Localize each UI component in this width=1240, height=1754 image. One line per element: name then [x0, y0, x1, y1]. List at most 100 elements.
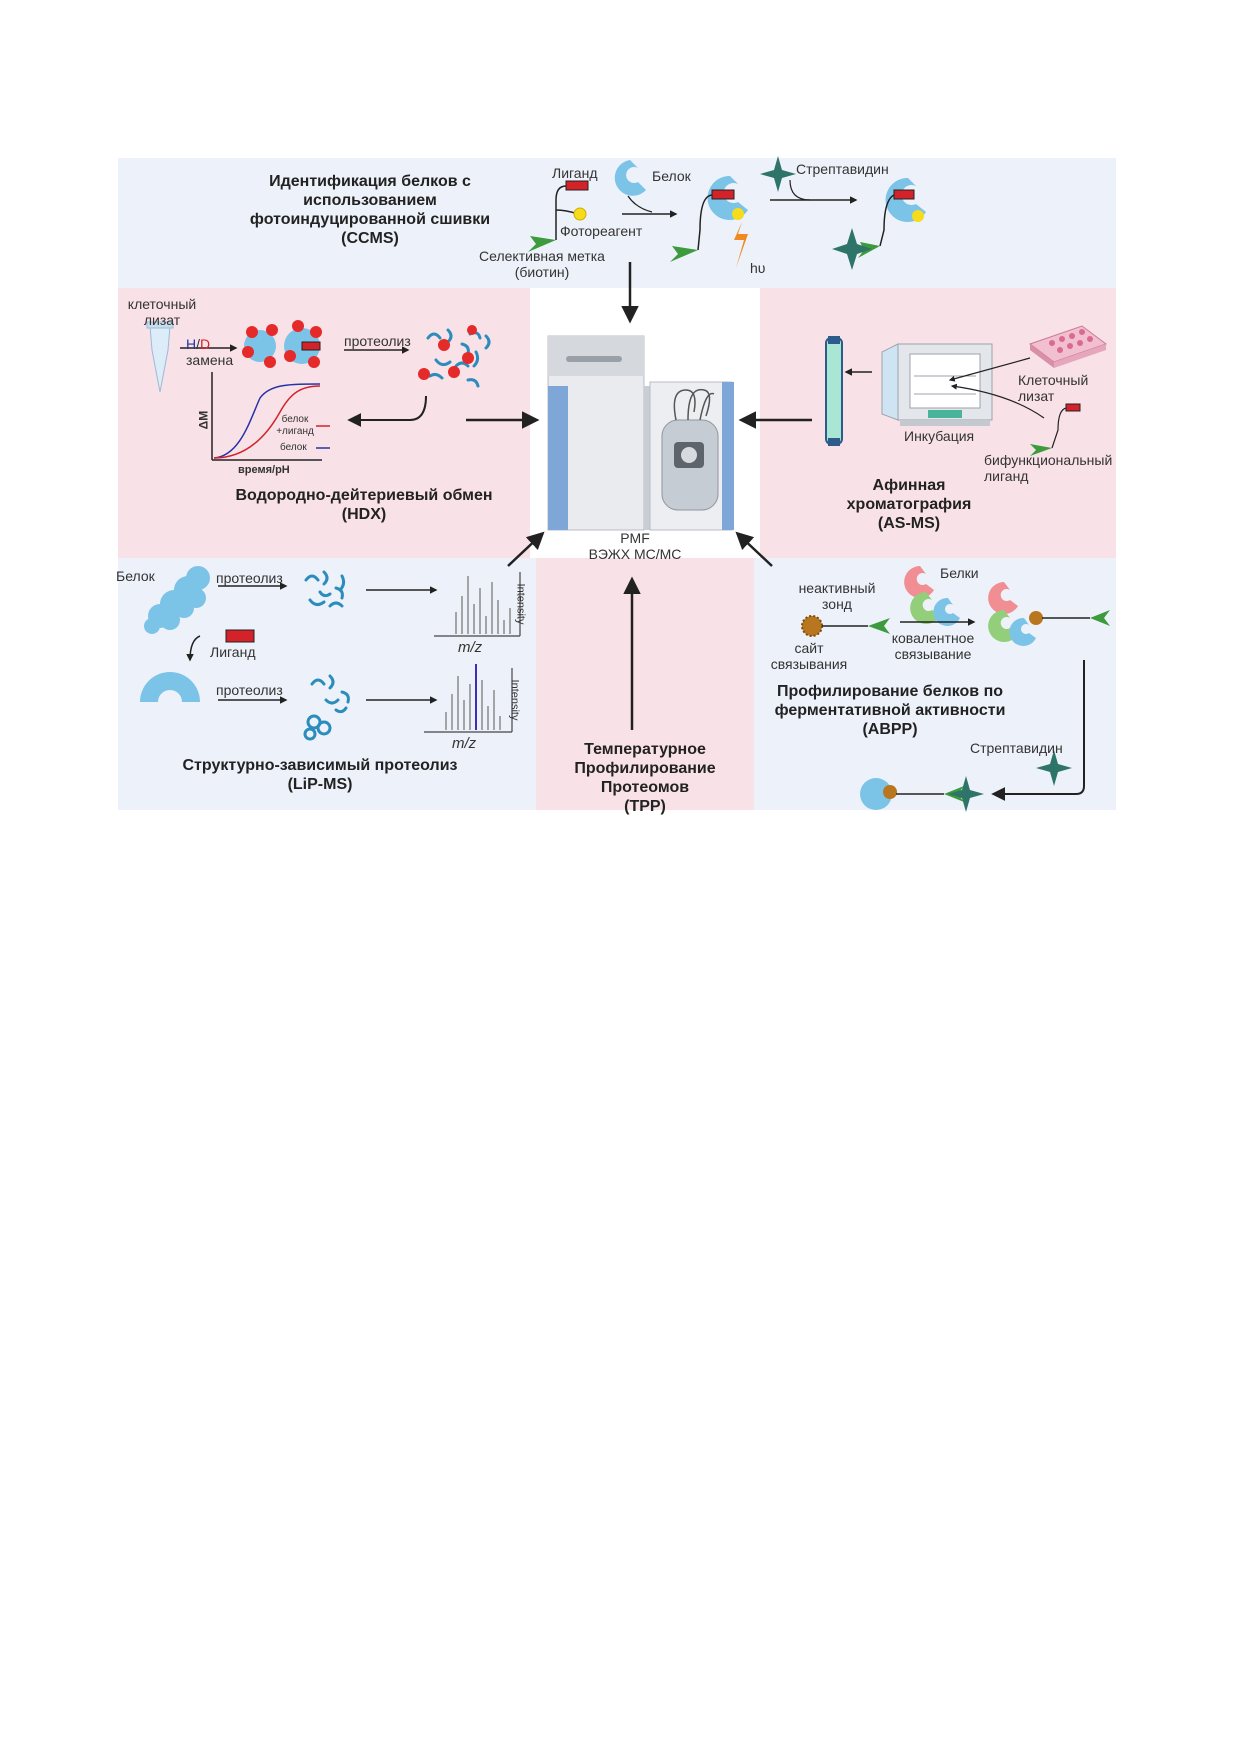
ccms-protein-icon: [614, 160, 646, 196]
abpp-site-label: сайт связывания: [764, 640, 854, 672]
hdx-proteins-labeled: [242, 320, 322, 368]
lip-intensity-label-1: Intensity: [514, 583, 527, 625]
ccms-protein-label: Белок: [652, 168, 691, 184]
hdx-red-dots: [418, 325, 477, 380]
abpp-covalent-label: ковалентное связывание: [888, 630, 978, 662]
lip-intensity-label-2: Intensity: [508, 679, 521, 721]
hdx-legend-ligand-line-1: белок: [281, 414, 309, 425]
abpp-title-line-1: Профилирование белков по: [776, 683, 1004, 700]
tpp-title-line-4: (TPP): [624, 798, 666, 815]
ccms-title-line-2: использованием: [303, 192, 437, 209]
abpp-probe-icon: [801, 615, 890, 637]
asms-bifunctional-line-2: лиганд: [984, 468, 1029, 484]
lip-proteolysis-label-2: протеолиз: [216, 682, 283, 698]
ccms-tag-label: Селективная метка (биотин): [476, 248, 608, 280]
lip-title-line-2: (LiP-MS): [287, 776, 353, 793]
abpp-title: Профилирование белков по ферментативной …: [760, 682, 1020, 739]
lip-spectrum-2: [424, 664, 513, 733]
hdx-xlabel: время/pH: [238, 464, 290, 476]
lip-ligand-label: Лиганд: [210, 644, 256, 660]
mass-spectrometer-icon: [547, 335, 734, 531]
tpp-title-line-1: Температурное: [584, 741, 706, 758]
lip-spectrum-1: [434, 572, 521, 637]
asms-lysate-label: Клеточный лизат: [1018, 372, 1088, 404]
hdx-d-letter: D: [200, 336, 211, 352]
ccms-complex-1: [670, 175, 748, 268]
abpp-probe-line-2: зонд: [822, 596, 852, 612]
tpp-title-line-3: Протеомов: [600, 779, 690, 796]
asms-bifunctional-line-1: бифункциональный: [984, 452, 1113, 468]
ccms-tag-line-1: Селективная метка: [479, 248, 605, 264]
asms-title: Афинная хроматография (AS-MS): [824, 476, 994, 533]
center-caption-line-1: PMF: [620, 530, 650, 546]
hdx-proteolysis-label: протеолиз: [344, 333, 411, 349]
hdx-lysate-line-1: клеточный: [127, 296, 197, 312]
abpp-covalent-line-2: связывание: [894, 646, 972, 662]
abpp-proteins-label: Белки: [940, 565, 979, 581]
asms-incubation-label: Инкубация: [904, 428, 975, 444]
abpp-title-line-2: ферментативной активности: [774, 702, 1006, 719]
center-caption-line-2: ВЭЖХ МС/МС: [588, 546, 682, 562]
abpp-complex-icon: [988, 582, 1110, 646]
hdx-title-line-1: Водородно-дейтериевый обмен: [235, 487, 493, 504]
lip-title-line-1: Структурно-зависимый протеолиз: [182, 757, 458, 774]
tpp-title-line-2: Профилирование: [574, 760, 716, 777]
abpp-final-complex: [860, 776, 984, 812]
hdx-legend-ligand: белок +лиганд: [272, 414, 318, 438]
hdx-legend-protein: белок: [280, 442, 307, 453]
asms-lysate-line-1: Клеточный: [1018, 372, 1089, 388]
lip-fragments-1: [304, 570, 346, 608]
hdx-ylabel: ΔM: [196, 410, 211, 430]
asms-lysate-line-2: лизат: [1018, 388, 1055, 404]
ccms-complex-2: [832, 177, 926, 270]
well-plate-icon: [1028, 325, 1108, 368]
lip-mz-label-2: m/z: [452, 735, 477, 752]
lip-protein-label: Белок: [116, 568, 155, 584]
hdx-panel: [118, 288, 530, 558]
lip-protein-bound: [140, 672, 200, 702]
tpp-panel: [536, 558, 754, 810]
ccms-ligand-probe: [528, 180, 589, 252]
hdx-title-line-2: (HDX): [341, 506, 387, 523]
center-caption: PMF ВЭЖХ МС/МС: [570, 530, 700, 562]
hdx-title: Водородно-дейтериевый обмен (HDX): [214, 486, 514, 524]
ccms-title-line-3: фотоиндуцированной сшивки: [249, 211, 491, 228]
incubator-icon: [881, 343, 993, 426]
lip-proteolysis-label-1: протеолиз: [216, 570, 283, 586]
abpp-probe-line-1: неактивный: [798, 580, 876, 596]
asms-title-line-1: Афинная: [872, 477, 946, 494]
abpp-proteins-icon: [904, 566, 960, 626]
hdx-uptake-plot: [211, 372, 330, 461]
abpp-streptavidin-label: Стрептавидин: [970, 740, 1063, 756]
abpp-probe-label: неактивный зонд: [792, 580, 882, 612]
lip-mz-label-1: m/z: [458, 639, 483, 656]
hdx-h-letter: H: [186, 336, 197, 352]
lip-ligand-icon: [225, 629, 255, 643]
hdx-lysate-label: клеточный лизат: [122, 296, 202, 328]
hdx-slash: /: [196, 336, 201, 352]
lysate-tube-icon: [146, 321, 174, 393]
hdx-legend-ligand-line-2: +лиганд: [276, 426, 314, 437]
ccms-ligand-label: Лиганд: [552, 165, 598, 181]
ccms-hv-label: hυ: [750, 260, 766, 276]
bifunctional-ligand-icon: [1030, 403, 1081, 456]
affinity-column-icon: [825, 336, 843, 446]
abpp-site-line-1: сайт: [794, 640, 824, 656]
hdx-exchange-label: замена: [186, 352, 234, 368]
ccms-streptavidin-label: Стрептавидин: [796, 161, 889, 177]
asms-title-line-2: хроматография: [846, 496, 972, 513]
abpp-streptavidin-star: [1036, 750, 1072, 786]
ccms-streptavidin-star-1: [760, 156, 796, 192]
abpp-covalent-line-1: ковалентное: [891, 630, 975, 646]
ccms-title-line-4: (CCMS): [341, 230, 399, 247]
abpp-site-line-2: связывания: [770, 656, 848, 672]
hdx-peptide-fragments: [426, 328, 491, 388]
asms-bifunctional-label: бифункциональный лиганд: [984, 452, 1112, 484]
lip-protein-folded: [144, 566, 210, 634]
tpp-title: Температурное Профилирование Протеомов (…: [546, 740, 744, 816]
hdx-lysate-line-2: лизат: [143, 312, 181, 328]
ccms-tag-line-2: (биотин): [514, 264, 570, 280]
ccms-title-line-1: Идентификация белков с: [269, 173, 471, 190]
abpp-title-line-3: (ABPP): [862, 721, 918, 738]
